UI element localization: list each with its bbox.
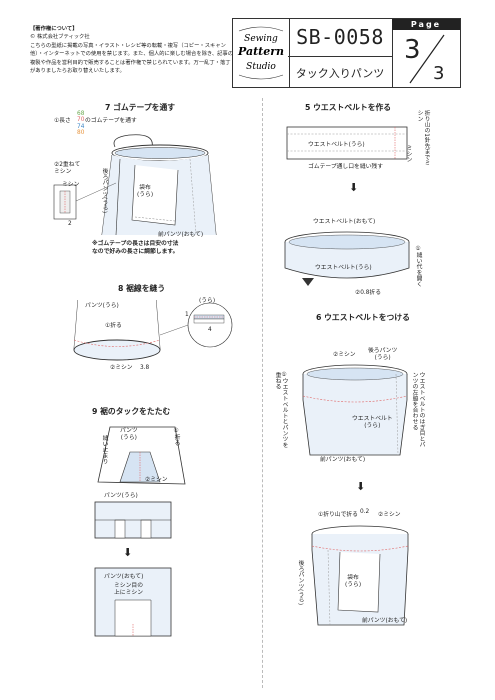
length-suffix: のゴムテープを通す (85, 118, 137, 124)
step5-belt-flat (286, 126, 408, 160)
step9-pants-back2: パンツ(うら) (104, 493, 138, 499)
column-divider (262, 98, 263, 688)
step9-title: 9 裾のタックをたたむ (92, 407, 171, 416)
step6-illustration-bottom (311, 525, 409, 626)
step8-pants-back: パンツ(うら) (85, 303, 119, 309)
step6-pocket: 袋布 (うら) (345, 575, 362, 588)
page-slash (409, 34, 445, 84)
step8-illustration (73, 299, 233, 361)
step6-sew: ②ミシン (333, 352, 356, 358)
page-number: 3 (404, 35, 421, 65)
step5-fold-dim: ②0.8折る (355, 290, 382, 296)
step7-pocket: 袋布 (うら) (137, 185, 154, 198)
step6-belt-back: ウエストベルト (うら) (352, 416, 393, 429)
step5-belt-back: ウエストベルト(うら) (308, 142, 365, 148)
step8-dim-4: 4 (208, 327, 212, 333)
step7-illustration (53, 134, 217, 236)
step6-front-pants: 前パンツ(おもて) (320, 457, 366, 463)
step6-dim: 0.2 (360, 509, 370, 515)
step7-back-pants: 後ろパンツ(うら) (101, 168, 107, 214)
step7-sewing-label: ミシン (62, 182, 80, 188)
step8-dim-main: 3.8 (140, 365, 150, 371)
copyright-heading: 【著作権について】 (30, 26, 78, 32)
step6-sew2: ②ミシン (378, 512, 401, 518)
length-prefix: ①長さ (54, 118, 71, 124)
step9-bottom-label: パンツ(おもて) (104, 574, 144, 580)
step9-illustration-mid (94, 501, 172, 539)
length-80: 80 (77, 130, 85, 137)
logo-word-sewing: Sewing (244, 34, 278, 44)
step6-back-pants2: 後ろパンツ(うら) (297, 560, 303, 606)
step5-belt-ring (284, 231, 410, 286)
step6-back-pants: 後ろパンツ (うら) (368, 348, 398, 361)
step7-dim: 2 (68, 221, 72, 227)
copyright-body: こちらの型紙に掲載の写真・イラスト・レシピ等の転載・複写（コピー・スキャン他）・… (30, 42, 234, 75)
page-total: 3 (433, 63, 445, 84)
step9-arrow: ⬇ (123, 546, 133, 559)
step5-fold-line: 折り山の1針先までミシン (416, 110, 429, 166)
step6-fold-sew: ①折り山で折る (318, 512, 358, 518)
copyright-company: © 株式会社ブティック社 (30, 34, 90, 41)
step8-dim-1: 1 (185, 312, 189, 318)
length-68: 68 (77, 111, 85, 117)
step9-fold: ①折る (173, 428, 179, 446)
logo-word-pattern: Pattern (237, 45, 284, 58)
step9-stitch-end: 縫い止まり (101, 435, 107, 464)
step6-title: 6 ウエストベルトをつける (316, 313, 410, 322)
step8-sew: ②ミシン (110, 365, 133, 371)
step9-illustration-bottom (94, 567, 172, 637)
step6-overlap: ①ウエストベルトとパンツを重ねる (274, 372, 287, 448)
step6-align: ウエストベルトのはぎ目とパンツの左脇を合わせる (411, 372, 424, 448)
step5-open-seam: ①縫い代を開く (415, 246, 421, 287)
step5-sewing: ミシン (405, 145, 411, 163)
page-label: Page (392, 19, 460, 30)
step9-pants-back: パンツ (うら) (120, 428, 138, 441)
elastic-lengths: 68 70 74 80 (77, 111, 84, 137)
step9-sew: ②ミシン (145, 477, 168, 483)
step5-belt-back2: ウエストベルト(うら) (315, 265, 372, 271)
step5-arrow: ⬇ (349, 181, 359, 194)
step5-belt-front: ウエストベルト(おもて) (313, 219, 376, 225)
step7-overlap-label: ②2重ねて ミシン (54, 162, 81, 175)
brand-logo: Sewing Pattern Studio (232, 18, 290, 88)
length-70: 70 (77, 117, 85, 124)
pattern-header: SB-0058 タック入りパンツ (288, 18, 393, 88)
step7-note: ※ゴムテープの長さは目安の寸法 なので好みの長さに調節します。 (92, 241, 179, 255)
step6-arrow: ⬇ (356, 480, 366, 493)
copyright-notice: 【著作権について】 © 株式会社ブティック社 こちらの型紙に掲載の写真・イラスト… (30, 25, 235, 75)
pattern-title: タック入りパンツ (295, 67, 385, 80)
logo-word-studio: Studio (246, 62, 276, 72)
logo-graphic: Sewing Pattern Studio (237, 26, 284, 80)
step8-detail-label: (うら) (199, 298, 216, 304)
page-indicator: Page 3 3 (392, 18, 461, 88)
length-74: 74 (77, 123, 85, 130)
step7-front-pants: 前パンツ(おもて) (158, 232, 204, 238)
step9-illustration-top (97, 426, 186, 485)
step8-fold: ①折る (105, 323, 122, 329)
step6-front-pants2: 前パンツ(おもて) (362, 618, 408, 624)
step7-title: 7 ゴムテープを通す (105, 103, 176, 112)
step7-length-label: ①長さ (54, 118, 71, 125)
step5-leave-open: ゴムテープ通し口を縫い残す (308, 164, 384, 170)
step5-title: 5 ウエストベルトを作る (305, 103, 392, 112)
step8-title: 8 裾線を縫う (118, 284, 166, 293)
pattern-code: SB-0058 (296, 25, 384, 49)
step6-illustration-top (302, 364, 408, 456)
step9-bottom-label2: ミシン目の 上にミシン (114, 583, 143, 596)
